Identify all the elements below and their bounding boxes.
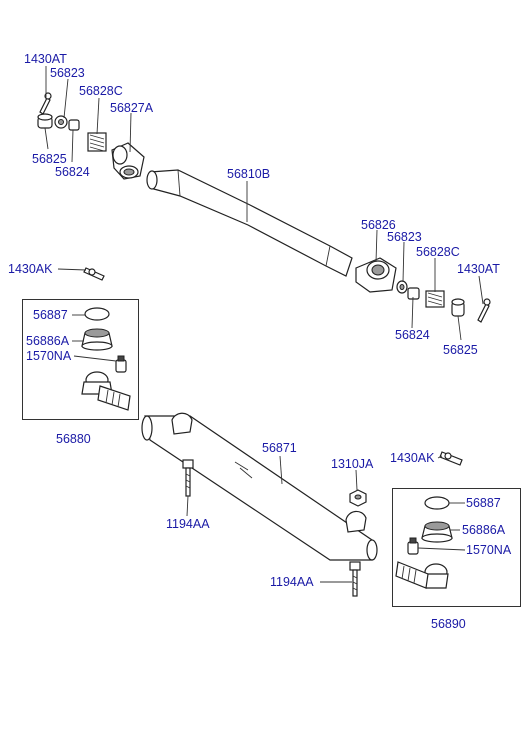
boot-56886a-left — [81, 328, 113, 351]
label-56890: 56890 — [431, 617, 466, 631]
bolt-1194aa-left — [182, 459, 194, 497]
assembly-box-56890 — [392, 488, 521, 607]
tie-rod-tube-56871 — [141, 412, 378, 561]
label-56887-right: 56887 — [466, 496, 501, 510]
label-56823-top: 56823 — [50, 66, 85, 80]
tie-rod-end-56880 — [81, 371, 131, 411]
label-56823-right: 56823 — [387, 230, 422, 244]
label-56886a-right: 56886A — [462, 523, 506, 537]
label-1430ak-right: 1430AK — [390, 451, 435, 465]
label-56828c-top: 56828C — [79, 84, 123, 98]
label-56871: 56871 — [262, 441, 297, 455]
leader-lines — [44, 66, 484, 583]
label-56887-left: 56887 — [33, 308, 68, 322]
spring-56828c-right — [425, 290, 445, 308]
assembly-box-56880 — [22, 299, 139, 420]
spring-56828c-top — [87, 132, 107, 152]
label-56810b: 56810B — [227, 167, 271, 181]
cotter-pin-1430ak-right — [439, 451, 463, 466]
label-1570na-right: 1570NA — [466, 543, 512, 557]
cotter-pin-1430at-right — [477, 298, 491, 323]
boot-56886a-right — [421, 521, 453, 543]
label-1570na-left: 1570NA — [26, 349, 72, 363]
bolt-1194aa-right — [349, 561, 361, 597]
drag-link-tube-56810b — [146, 169, 353, 277]
tie-rod-end-56890 — [395, 561, 449, 589]
label-56827a: 56827A — [110, 101, 154, 115]
label-1430at-top: 1430AT — [24, 52, 67, 66]
label-1430ak-left: 1430AK — [8, 262, 53, 276]
seat-56824-top — [68, 119, 80, 131]
label-1194aa-right: 1194AA — [270, 575, 314, 589]
label-56880: 56880 — [56, 432, 91, 446]
washer-56823-top — [54, 115, 68, 129]
nipple-1570na-left — [115, 355, 127, 373]
label-1310ja: 1310JA — [331, 457, 374, 471]
plug-56825-right — [451, 298, 465, 317]
seat-56824-right — [407, 287, 420, 300]
label-56824-right: 56824 — [395, 328, 430, 342]
washer-56823-right — [396, 280, 408, 294]
dust-cap-56887-left — [84, 307, 110, 321]
label-1430at-right: 1430AT — [457, 262, 500, 276]
plug-56825-top — [37, 113, 53, 129]
label-56828c-right: 56828C — [416, 245, 460, 259]
ball-socket-56826 — [355, 257, 397, 293]
nut-1310ja — [349, 489, 367, 507]
label-1194aa-left: 1194AA — [166, 517, 210, 531]
label-56825-right: 56825 — [443, 343, 478, 357]
label-56826: 56826 — [361, 218, 396, 232]
label-56886a-left: 56886A — [26, 334, 70, 348]
ball-socket-56827a — [111, 142, 145, 180]
cotter-pin-1430at-top — [39, 92, 52, 115]
label-56824-top: 56824 — [55, 165, 90, 179]
cotter-pin-1430ak-left — [83, 267, 105, 281]
label-56825-top: 56825 — [32, 152, 67, 166]
